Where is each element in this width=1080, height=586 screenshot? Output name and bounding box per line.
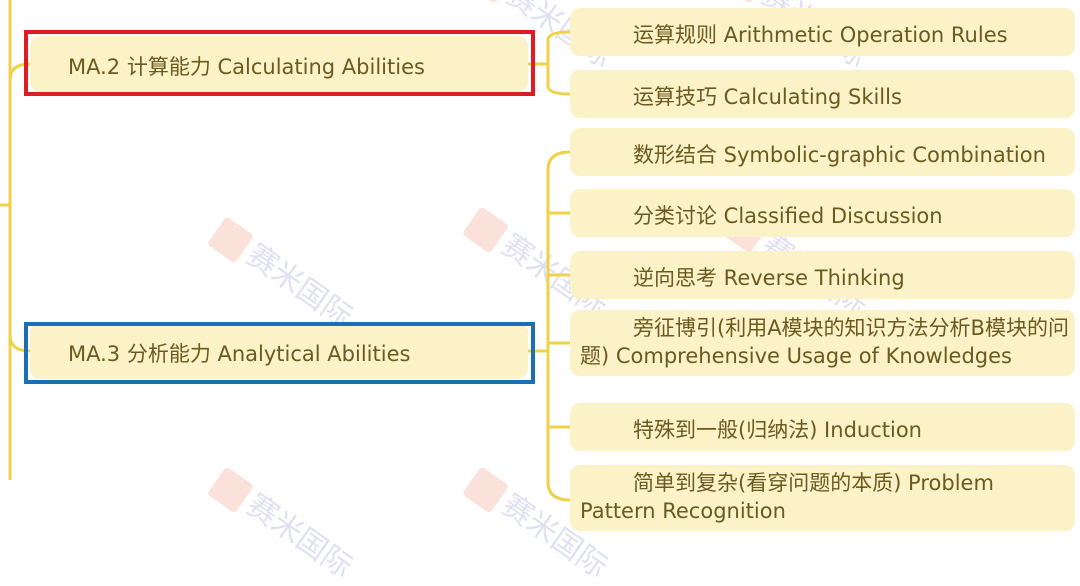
leaf-node[interactable]: 运算规则 Arithmetic Operation Rules [570, 8, 1075, 56]
leaf-node[interactable]: 特殊到一般(归纳法) Induction [570, 403, 1075, 451]
leaf-label: 运算规则 Arithmetic Operation Rules [633, 23, 1008, 47]
highlight-box-red [24, 30, 535, 96]
leaf-label: 数形结合 Symbolic-graphic Combination [633, 143, 1046, 167]
leaf-node[interactable]: 数形结合 Symbolic-graphic Combination [570, 128, 1075, 176]
leaf-label: 特殊到一般(归纳法) Induction [633, 418, 922, 442]
leaf-node[interactable]: 简单到复杂(看穿问题的本质) Problem Pattern Recogniti… [570, 465, 1075, 531]
highlight-box-blue [24, 322, 535, 384]
leaf-label: 运算技巧 Calculating Skills [633, 85, 902, 109]
category-node-calculating[interactable]: MA.2 计算能力 Calculating Abilities [30, 36, 528, 92]
category-label: MA.3 分析能力 Analytical Abilities [68, 342, 411, 366]
leaf-label: 逆向思考 Reverse Thinking [633, 266, 905, 290]
leaf-node[interactable]: 运算技巧 Calculating Skills [570, 70, 1075, 118]
connector-lines [0, 0, 571, 502]
leaf-node[interactable]: 旁征博引(利用A模块的知识方法分析B模块的问题) Comprehensive U… [570, 310, 1075, 376]
leaf-node[interactable]: 分类讨论 Classified Discussion [570, 189, 1075, 237]
leaf-label: 分类讨论 Classified Discussion [633, 204, 943, 228]
leaf-label: 旁征博引(利用A模块的知识方法分析B模块的问题) Comprehensive U… [580, 316, 1069, 368]
leaf-node[interactable]: 逆向思考 Reverse Thinking [570, 251, 1075, 299]
leaf-label: 简单到复杂(看穿问题的本质) Problem Pattern Recogniti… [580, 471, 994, 523]
category-label: MA.2 计算能力 Calculating Abilities [68, 55, 425, 79]
category-node-analytical[interactable]: MA.3 分析能力 Analytical Abilities [30, 323, 528, 379]
